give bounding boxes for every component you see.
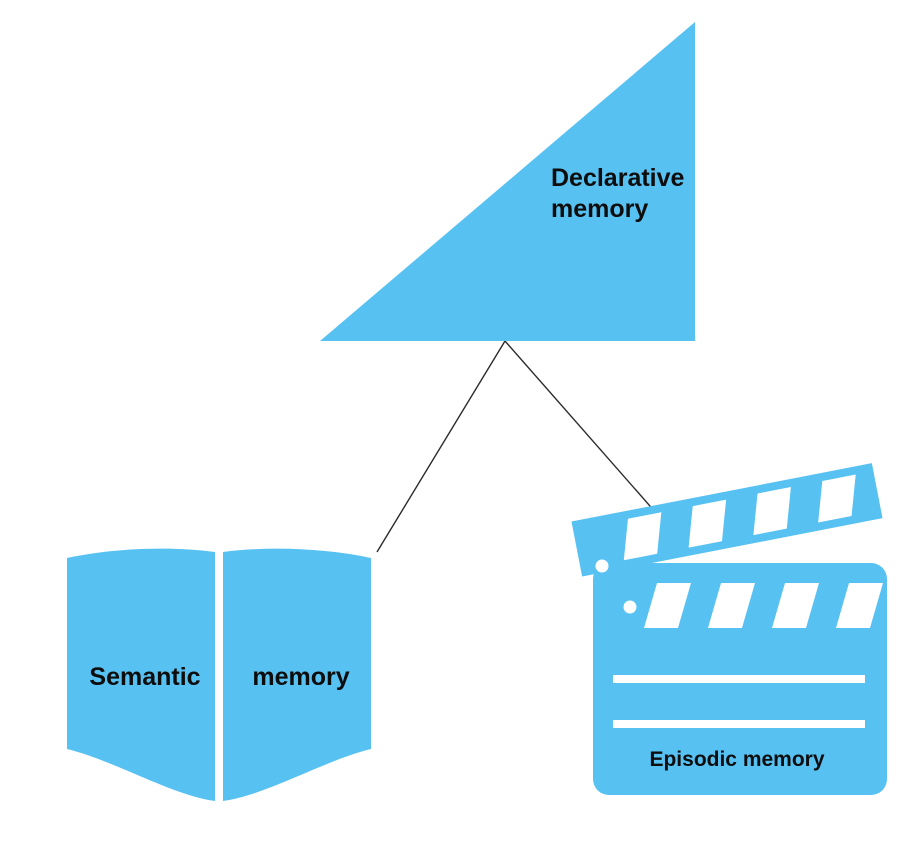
clapper-stick-stripe — [623, 512, 662, 561]
clapper-hinge-dot — [623, 600, 637, 614]
clapper-top-stick — [571, 463, 883, 577]
semantic-label-word2: memory — [252, 663, 349, 691]
episodic-label: Episodic memory — [649, 748, 824, 771]
declarative-label-line2: memory — [551, 195, 648, 223]
declarative-memory-node: Declarative memory — [320, 22, 695, 341]
book-right-page — [223, 548, 371, 801]
connector-declarative-to-episodic — [504, 340, 665, 523]
clapper-stick-stripe — [753, 487, 791, 536]
semantic-memory-node: Semantic memory — [67, 548, 371, 801]
clapper-board-stripe — [708, 583, 755, 628]
connector-lines — [376, 340, 665, 553]
clapper-board-stripe — [772, 583, 819, 628]
clapper-board-line — [613, 675, 865, 683]
clapper-stick-stripe — [688, 499, 727, 548]
clapper-stick-stripe — [818, 474, 856, 523]
semantic-label-word1: Semantic — [89, 663, 200, 691]
clapper-board-line — [613, 720, 865, 728]
book-left-page — [67, 548, 215, 801]
episodic-memory-node: Episodic memory — [571, 463, 887, 795]
clapper-board-stripe — [644, 583, 691, 628]
declarative-label-line1: Declarative — [551, 164, 685, 192]
clapper-board-stripe — [836, 583, 883, 628]
connector-declarative-to-semantic — [376, 340, 506, 553]
clapper-board-stripes — [644, 583, 883, 628]
triangle-shape — [320, 22, 695, 341]
clapper-hinge-dot — [595, 559, 609, 573]
